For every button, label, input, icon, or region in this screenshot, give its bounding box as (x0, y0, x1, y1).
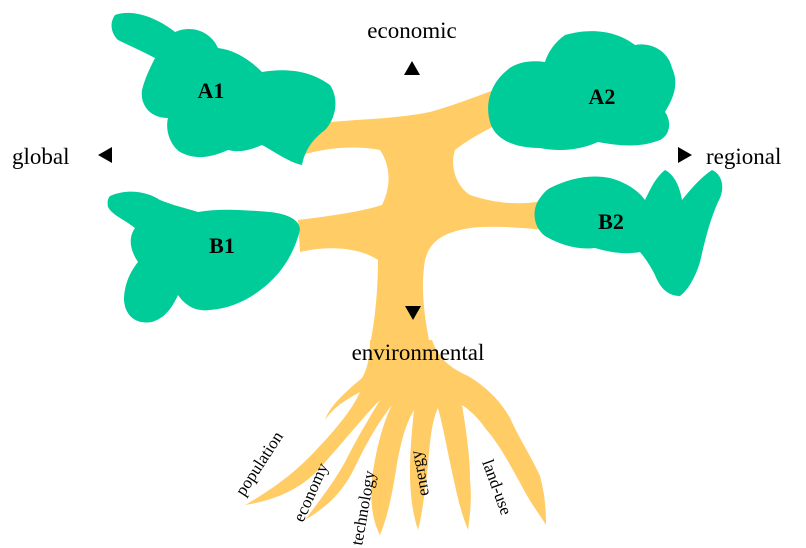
foliage-a1 (111, 12, 336, 166)
foliage (107, 12, 723, 323)
triangle-right-icon (678, 147, 692, 163)
root-label-land-use: land-use (478, 457, 516, 518)
tree-root-base (245, 340, 546, 535)
label-b1: B1 (209, 233, 235, 258)
tree-trunk (298, 86, 548, 345)
label-a2: A2 (589, 84, 616, 109)
triangle-left-icon (98, 147, 112, 163)
axis-label-economic: economic (367, 18, 456, 43)
triangle-up-icon (404, 61, 420, 75)
label-a1: A1 (198, 78, 225, 103)
foliage-b1 (107, 191, 300, 323)
label-b2: B2 (598, 209, 624, 234)
tree (245, 86, 548, 535)
axis-label-environmental: environmental (352, 340, 485, 365)
foliage-b2 (534, 170, 723, 296)
axis-label-regional: regional (706, 144, 781, 169)
axis-label-global: global (12, 144, 70, 169)
triangle-down-icon (405, 306, 421, 320)
foliage-a2 (488, 31, 676, 150)
root-label-energy: energy (406, 449, 433, 498)
